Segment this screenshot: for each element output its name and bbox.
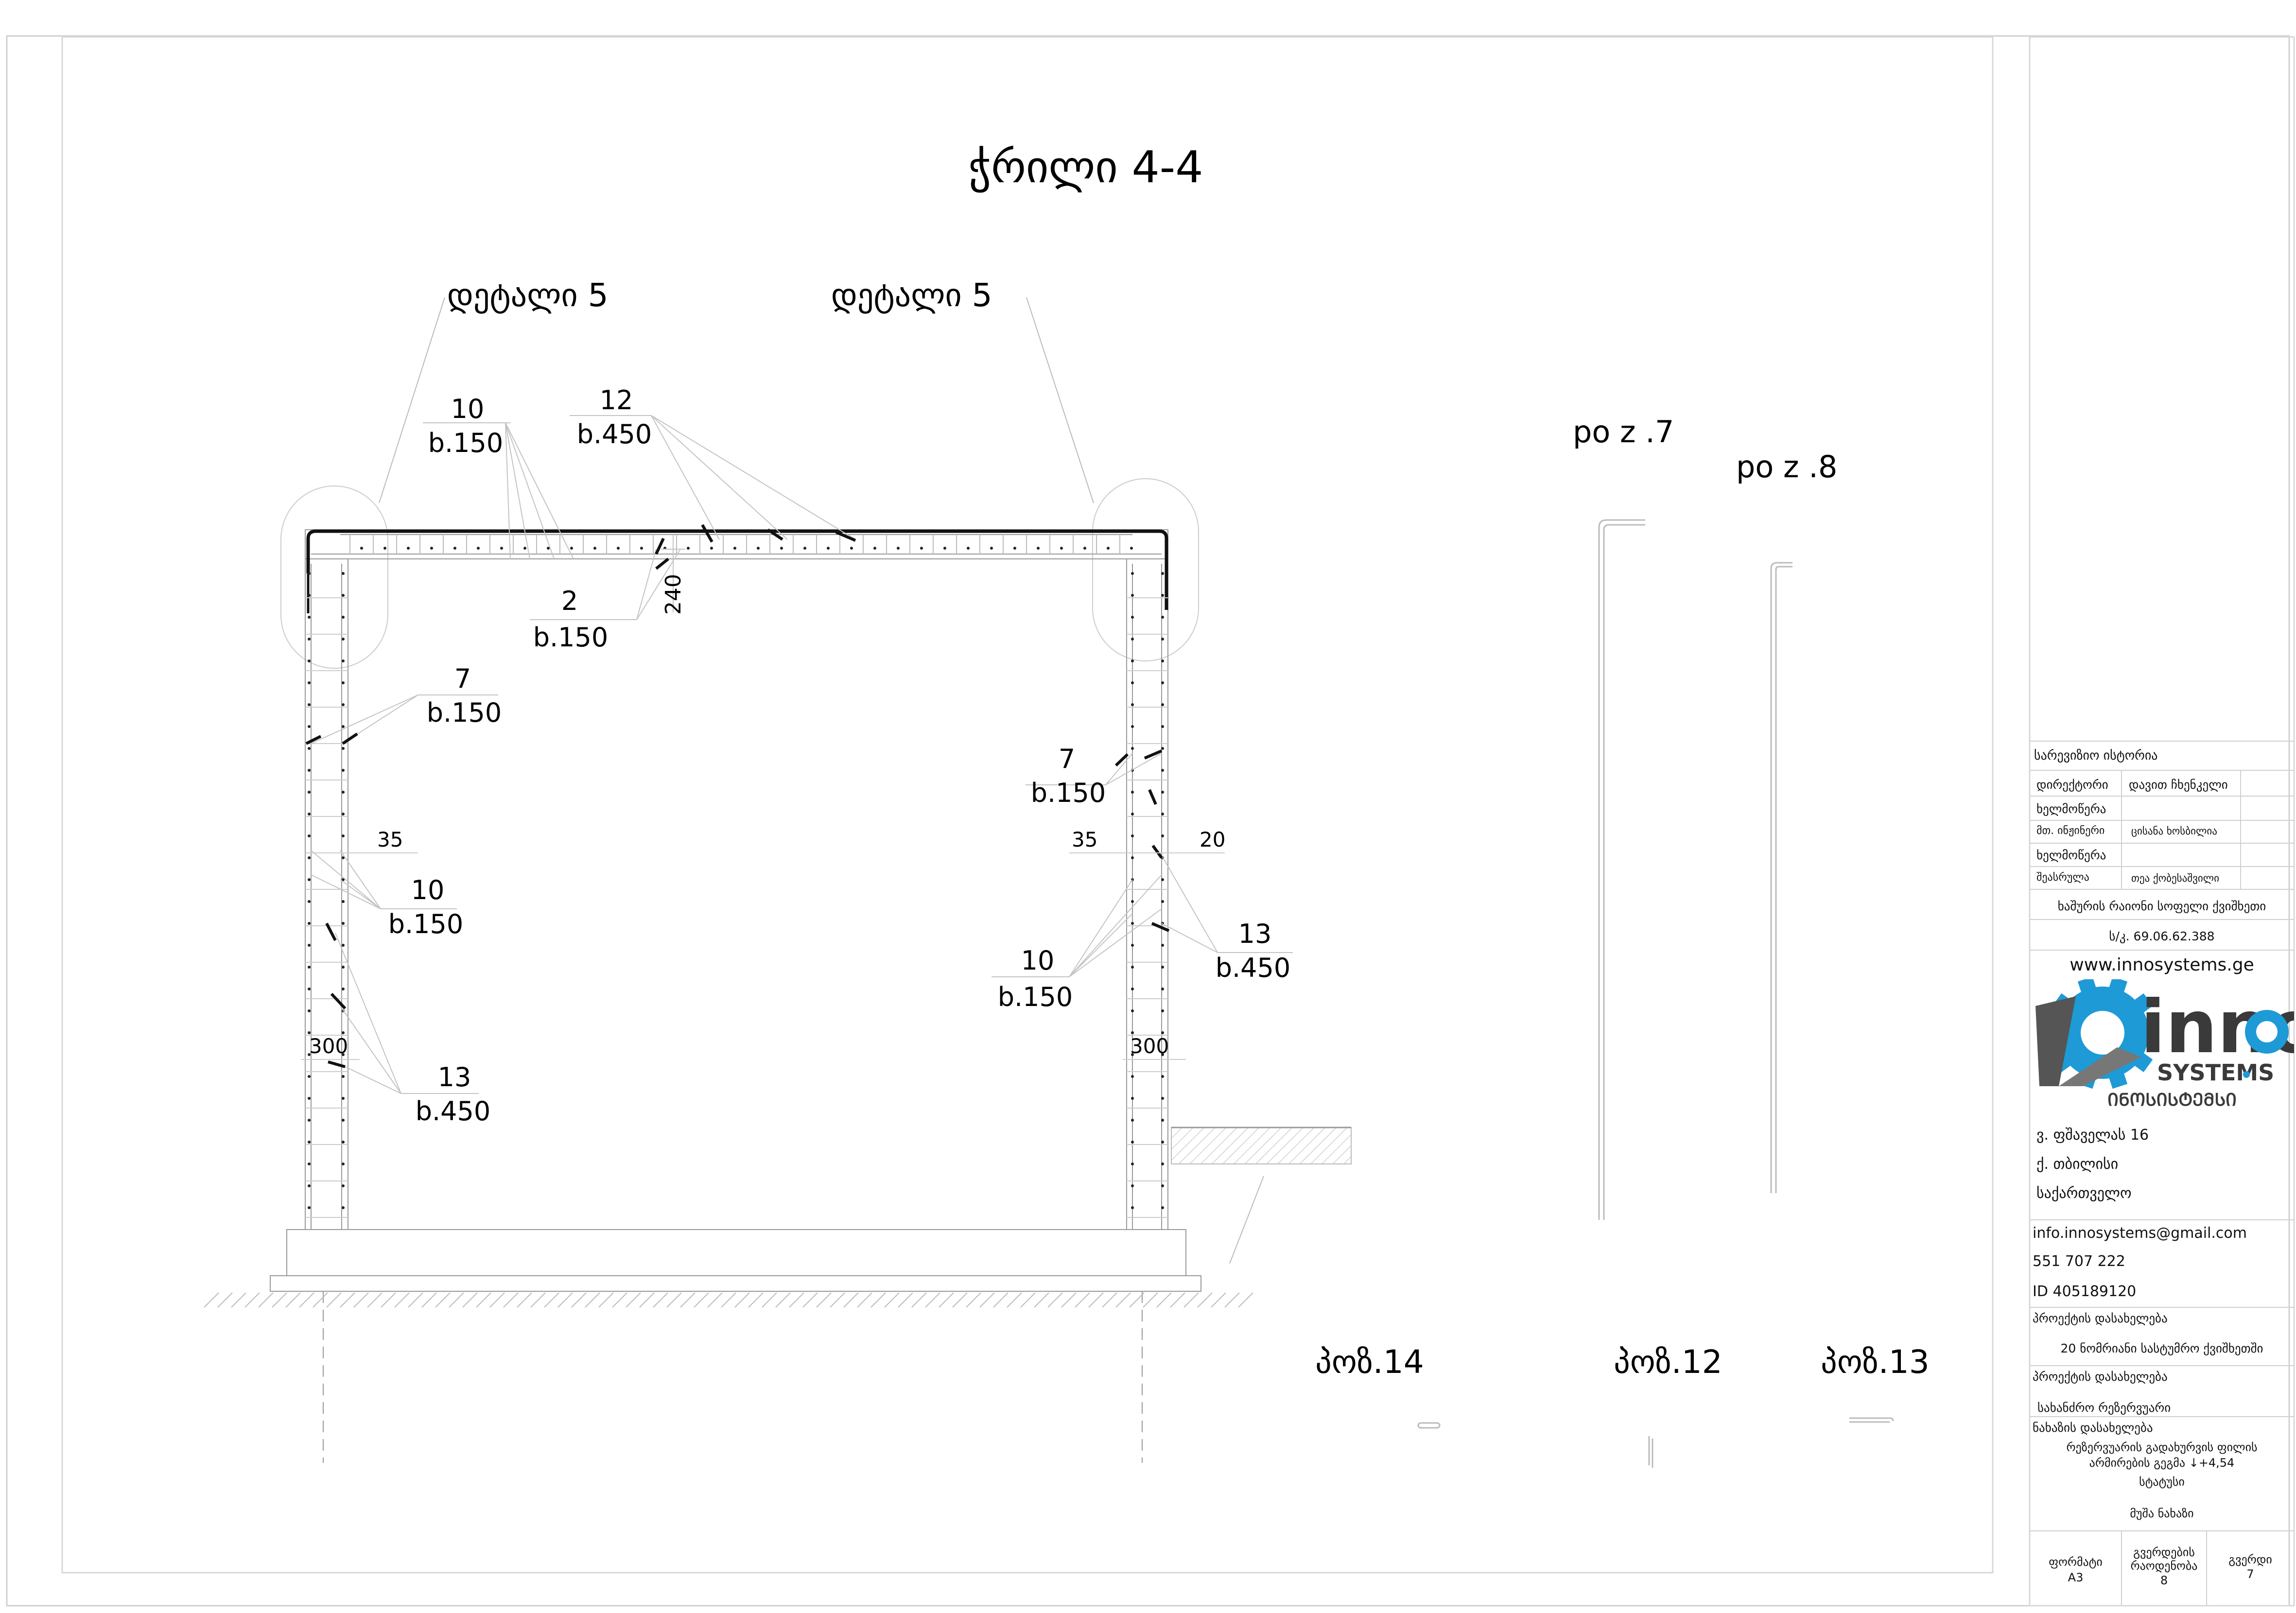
project-location: ხაშურის რაიონი სოფელი ქვიშხეთი [2057, 899, 2266, 913]
callout-7-left-b: b.150 [427, 697, 502, 728]
cadastral-code: ს/კ. 69.06.62.388 [2109, 929, 2215, 943]
project-name-label-2: პროექტის დასახელება [2033, 1370, 2168, 1384]
contact-phone: 551 707 222 [2033, 1253, 2125, 1270]
rebar-pos-7 [1598, 519, 1645, 1220]
callout-13-right-num: 13 [1238, 919, 1272, 949]
callout-13-left-num: 13 [438, 1062, 471, 1093]
callout-10-right-num: 10 [1021, 945, 1055, 976]
callout-10-top-num: 10 [451, 394, 485, 424]
pages-label-1: გვერდების [2133, 1545, 2195, 1559]
section-title: ჭრილი 4-4 [968, 142, 1203, 193]
dim-35-left: 35 [377, 828, 403, 851]
callout-7-right-num: 7 [1059, 744, 1075, 774]
bar-markers [305, 524, 1170, 1068]
revision-history-title: სარევიზიო ისტორია [2034, 748, 2158, 763]
dim-300-right: 300 [1130, 1034, 1169, 1058]
sheet-name-line-2: არმირების გეგმა ↓+4,54 [2089, 1456, 2235, 1470]
pos-13-label: პოზ.13 [1821, 1343, 1929, 1381]
page-value: 7 [2246, 1567, 2254, 1581]
detail-bubble-left [280, 486, 388, 669]
callout-10-right-b: b.150 [998, 982, 1073, 1012]
reservoir-section [204, 529, 1352, 1463]
title-block-grid [2030, 741, 2294, 1606]
row-director-label: დირექტორი [2036, 778, 2108, 792]
page-label: გვერდი [2228, 1553, 2272, 1566]
row-sign-1-label: ხელმოწერა [2036, 802, 2106, 816]
address-line-2: ქ. თბილისი [2036, 1156, 2119, 1173]
callout-10-left-b: b.150 [388, 909, 464, 939]
detail-bubble-right [1092, 478, 1199, 661]
logo-georgian: ᲘᲜᲝᲡᲘᲡᲢᲔᲛᲡᲘ [2107, 1090, 2237, 1110]
contact-email[interactable]: info.innosystems@gmail.com [2033, 1225, 2247, 1242]
callout-13-right-b: b.450 [1216, 953, 1291, 983]
dim-35-right: 35 [1072, 828, 1097, 851]
drawing-frame [61, 36, 1994, 1574]
callout-10-top-b: b.150 [428, 428, 504, 458]
title-block-frame [2029, 36, 2295, 1607]
pos-14-label: პოზ.14 [1315, 1343, 1424, 1381]
small-rebar-shapes [1417, 1417, 1894, 1468]
gear-icon [2035, 976, 2159, 1089]
pos-12-label: პოზ.12 [1614, 1343, 1722, 1381]
pages-value: 8 [2160, 1574, 2168, 1587]
row-sign-2-label: ხელმოწერა [2036, 848, 2106, 862]
rebar-pos-8 [1770, 562, 1792, 1193]
detail-label-left: დეტალი 5 [447, 277, 609, 314]
project-name: 20 ნომრიანი სასტუმრო ქვიშხეთში [2060, 1341, 2263, 1355]
row-executor-value: თეა ქობესაშვილი [2131, 872, 2219, 884]
callout-7-right-b: b.150 [1031, 778, 1106, 808]
row-engineer-value: ცისანა ხოსბილია [2131, 825, 2217, 837]
detail-label-right: დეტალი 5 [831, 277, 992, 314]
callout-7-left-num: 7 [454, 663, 471, 694]
project-part: სახანძრო რეზერვუარი [2037, 1401, 2171, 1415]
row-executor-label: შეასრულა [2036, 871, 2089, 884]
sheet-name-line-1: რეზერვუარის გადახურვის ფილის [2066, 1440, 2258, 1454]
callout-leaders [311, 415, 1293, 1094]
pos-7-label: po z .7 [1573, 414, 1674, 450]
callout-12-b: b.450 [577, 419, 652, 450]
callout-2-num: 2 [561, 586, 578, 616]
dim-300-left: 300 [309, 1034, 348, 1058]
row-engineer-label: მთ. ინჟინერი [2036, 825, 2105, 837]
callout-2-b: b.150 [533, 622, 609, 653]
format-label: ფორმატი [2049, 1555, 2103, 1569]
status-label: სტატუსი [2139, 1475, 2185, 1489]
dim-20-right: 20 [1200, 828, 1225, 851]
status-value: მუშა ნახაზი [2130, 1507, 2194, 1520]
company-id: ID 405189120 [2033, 1283, 2137, 1300]
dim-slab-thickness: 240 [661, 574, 686, 615]
address-line-3: საქართველო [2036, 1185, 2132, 1202]
detail-leaders [379, 297, 1094, 503]
callout-12-num: 12 [600, 385, 633, 416]
sheet-name-label: ნახაზის დასახელება [2033, 1421, 2153, 1435]
company-logo: inno SYSTEMS ᲘᲜᲝᲡᲘᲡᲢᲔᲛᲡᲘ [2030, 976, 2296, 1115]
pages-label-2: რაოდენობა [2130, 1559, 2198, 1573]
row-director-value: დავით ჩხენკელი [2129, 778, 2228, 792]
logo-systems: SYSTEMS [2157, 1059, 2274, 1086]
address-line-1: ვ. ფშაველას 16 [2036, 1127, 2149, 1144]
callout-13-left-b: b.450 [416, 1096, 491, 1127]
company-website[interactable]: www.innosystems.ge [2070, 955, 2254, 975]
callout-10-left-num: 10 [411, 875, 445, 905]
pos-8-label: po z .8 [1736, 449, 1837, 485]
format-value: A3 [2068, 1571, 2084, 1584]
project-name-label: პროექტის დასახელება [2033, 1311, 2168, 1325]
outer-frame [6, 35, 2290, 1607]
